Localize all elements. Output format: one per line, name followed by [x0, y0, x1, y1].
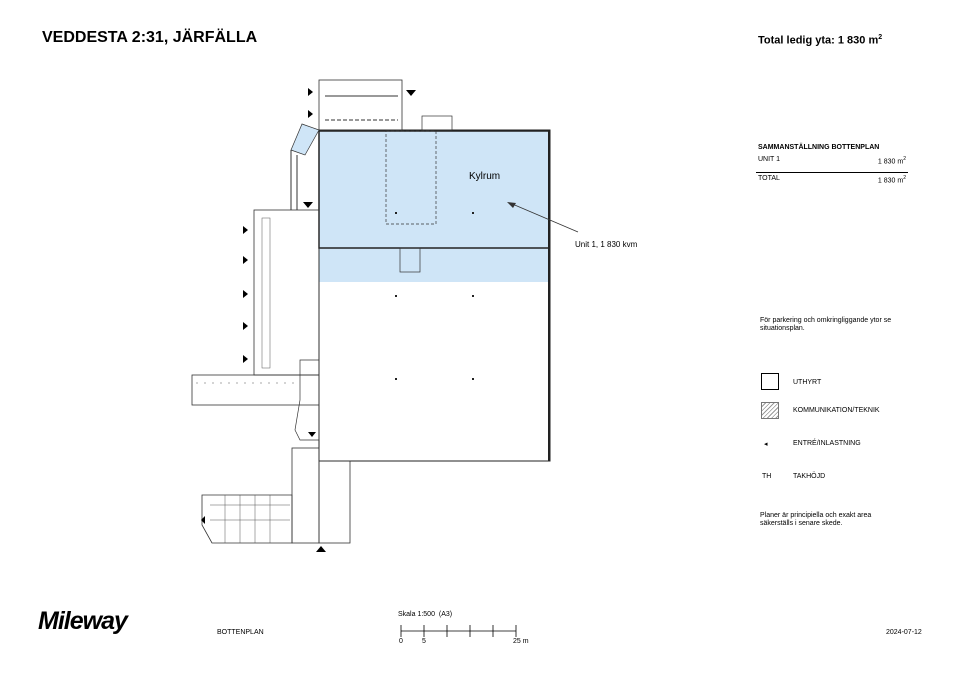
total-area-text: Total ledig yta: 1 830 m	[758, 34, 879, 47]
parking-note: För parkering och omkringliggande ytor s…	[760, 317, 892, 332]
summary-total-text: 1 830 m	[877, 177, 904, 185]
scale-tick-0: 0	[399, 638, 403, 645]
summary-total-label: TOTAL	[758, 175, 780, 182]
summary-divider	[756, 172, 908, 173]
summary-total-row: TOTAL 1 830 m2	[758, 175, 906, 184]
scale-bar	[400, 625, 517, 637]
scale-tick-5: 5	[422, 638, 426, 645]
legend-rented-swatch	[761, 373, 779, 390]
entrance-arrow-icon: ◂	[764, 441, 768, 448]
page-title: VEDDESTA 2:31, JÄRFÄLLA	[42, 29, 258, 46]
summary-value-text: 1 830 m	[877, 158, 904, 166]
total-area: Total ledig yta: 1 830 m2	[758, 34, 882, 47]
dashed-zone	[385, 130, 437, 225]
scale-tick-25: 25 m	[513, 638, 529, 645]
legend-entrance-label: ENTRÉ/INLASTNING	[793, 440, 861, 447]
total-area-sup: 2	[878, 34, 883, 41]
summary-row-unit-1: UNIT 1 1 830 m2	[758, 156, 906, 165]
legend-rented-label: UTHYRT	[793, 379, 822, 386]
summary-total-sup: 2	[903, 175, 906, 181]
disclaimer-note: Planer är principiella och exakt area sä…	[760, 512, 872, 527]
plan-name: BOTTENPLAN	[217, 629, 264, 636]
unit-label: Unit 1, 1 830 kvm	[575, 240, 638, 249]
summary-value-sup: 2	[903, 156, 906, 162]
room-label-kylrum: Kylrum	[469, 171, 501, 182]
legend-communication-label: KOMMUNIKATION/TEKNIK	[793, 407, 880, 414]
unit-1-area	[319, 130, 550, 282]
scale-text: Skala 1:500	[398, 611, 435, 618]
paper-size: (A3)	[438, 611, 453, 618]
summary-row-value: 1 830 m2	[878, 156, 906, 165]
scale-label: Skala 1:500 (A3)	[398, 611, 452, 618]
summary-row-label: UNIT 1	[758, 156, 781, 163]
summary-total-value: 1 830 m2	[878, 175, 906, 184]
summary-title: SAMMANSTÄLLNING BOTTENPLAN	[758, 144, 880, 151]
legend-hatch-swatch	[761, 402, 779, 419]
entrance-markers	[201, 88, 416, 552]
mileway-logo: Mileway	[38, 607, 128, 635]
legend-ceiling-height-label: TAKHÖJD	[793, 473, 826, 480]
legend-th-symbol: TH	[762, 473, 772, 480]
plan-date: 2024-07-12	[886, 629, 922, 636]
